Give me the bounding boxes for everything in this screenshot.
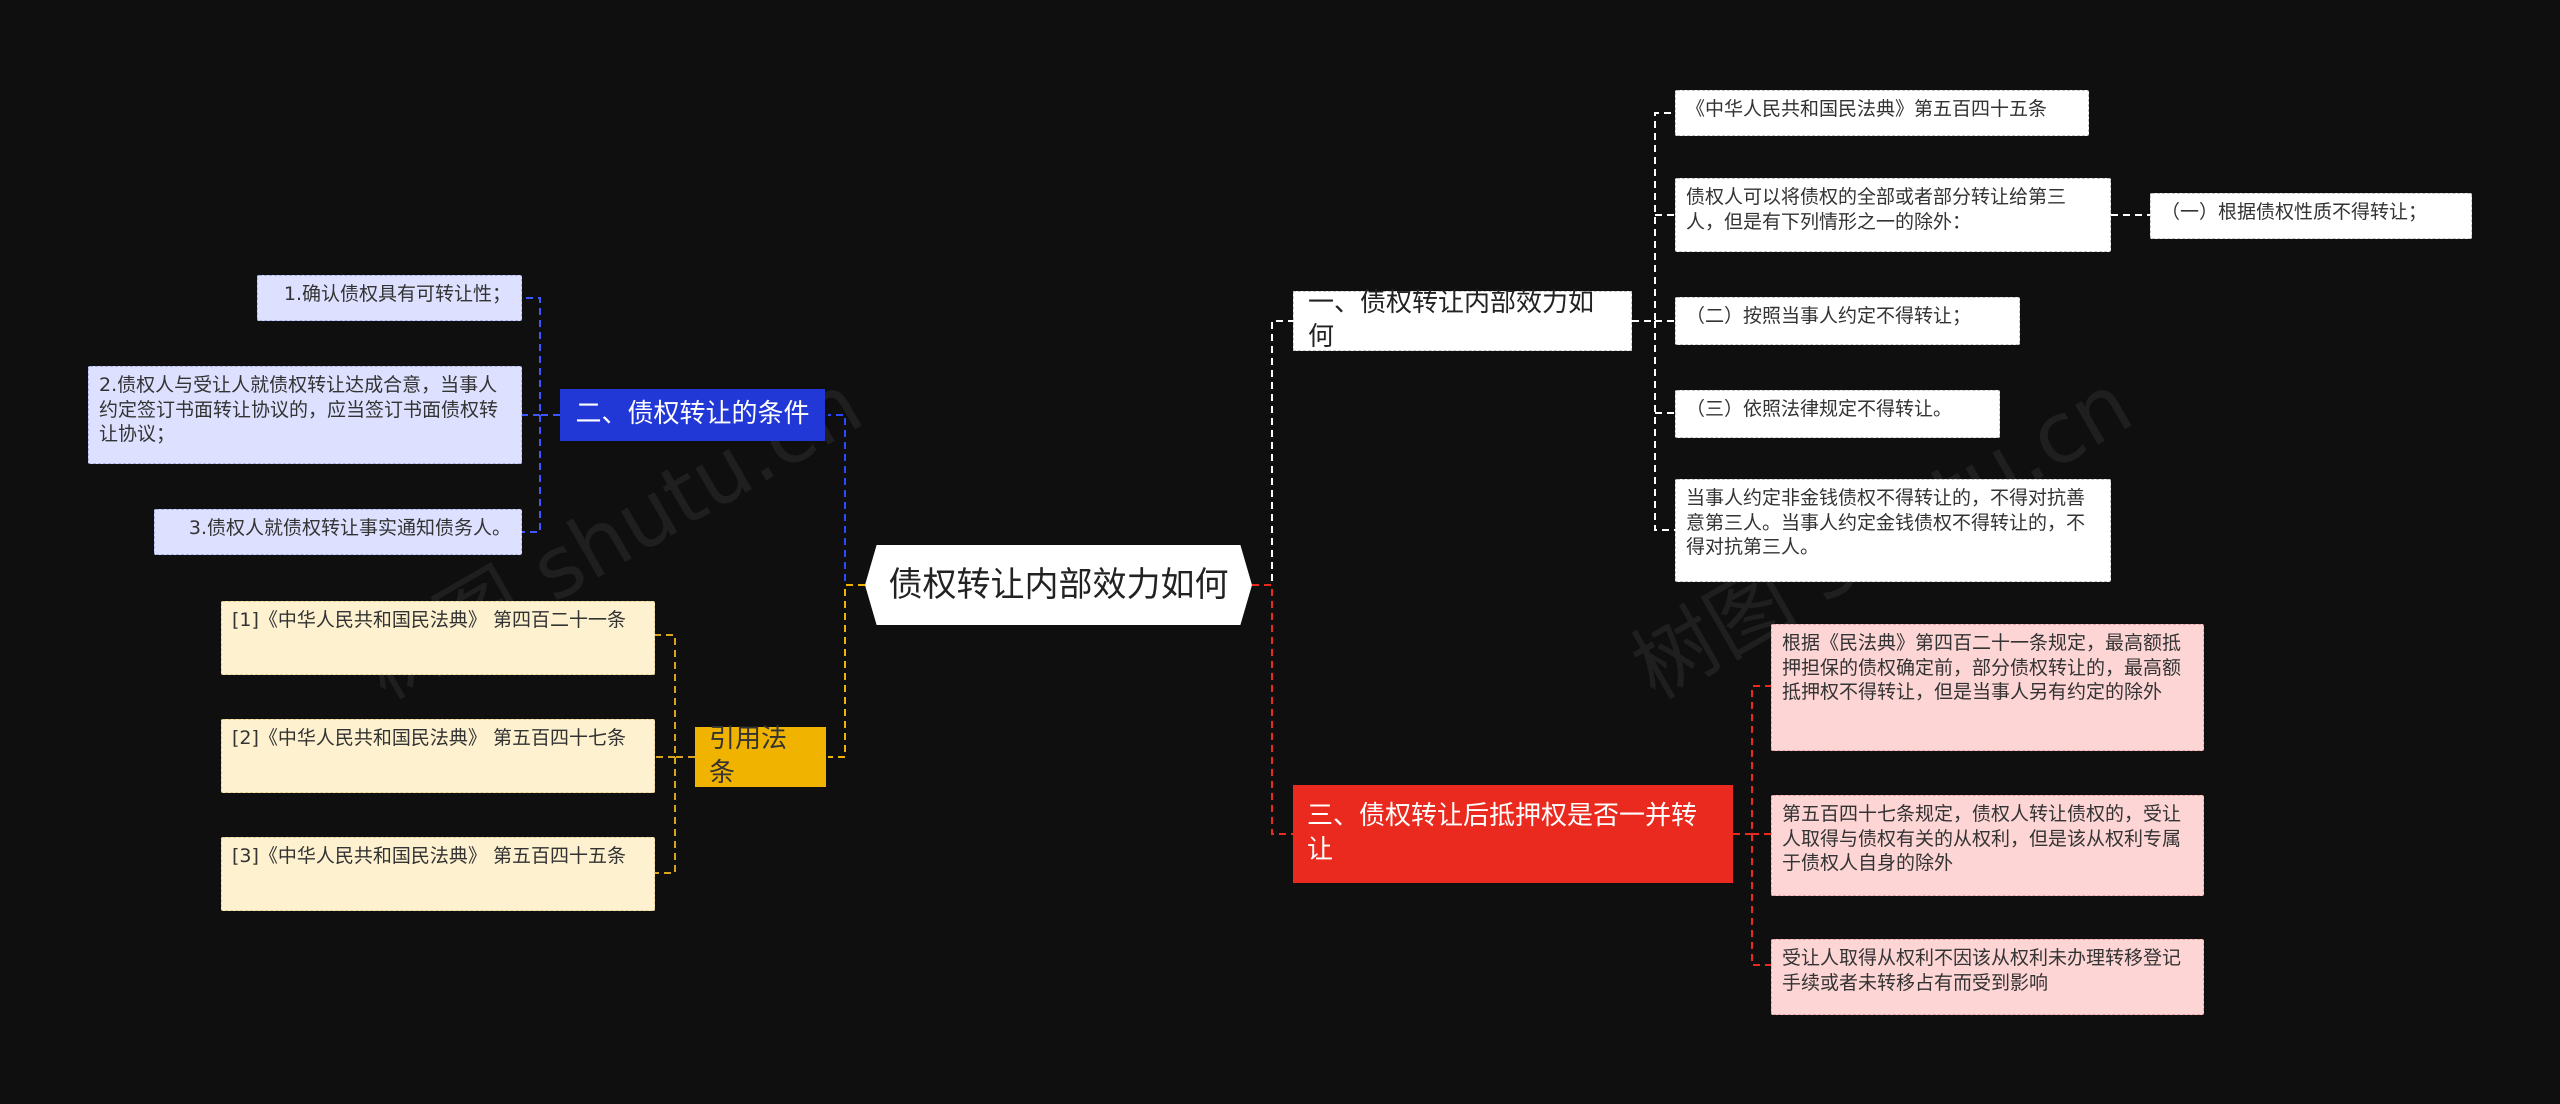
law-item[interactable]: [1]《中华人民共和国民法典》 第四百二十一条 (221, 601, 655, 675)
effect-item[interactable]: 当事人约定非金钱债权不得转让的，不得对抗善意第三人。当事人约定金钱债权不得转让的… (1675, 479, 2111, 582)
effect-sub-item[interactable]: （一）根据债权性质不得转让； (2150, 193, 2472, 239)
connector (828, 584, 865, 758)
mortgage-item[interactable]: 第五百四十七条规定，债权人转让债权的，受让人取得与债权有关的从权利，但是该从权利… (1771, 795, 2204, 896)
connector (1733, 685, 1771, 966)
root-topic[interactable]: 债权转让内部效力如何 (865, 545, 1252, 625)
effect-item[interactable]: 《中华人民共和国民法典》第五百四十五条 (1675, 90, 2089, 136)
branch-mortgage-transfer[interactable]: 三、债权转让后抵押权是否一并转让 (1293, 785, 1733, 883)
effect-item[interactable]: 债权人可以将债权的全部或者部分转让给第三人，但是有下列情形之一的除外： (1675, 178, 2111, 252)
connector (655, 634, 695, 874)
condition-item[interactable]: 3.债权人就债权转让事实通知债务人。 (154, 509, 522, 555)
connector (1252, 584, 1293, 835)
effect-item[interactable]: （三）依照法律规定不得转让。 (1675, 390, 2000, 438)
condition-item[interactable]: 1.确认债权具有可转让性； (257, 275, 522, 321)
branch-conditions[interactable]: 二、债权转让的条件 (560, 389, 825, 441)
connector (1632, 112, 1675, 531)
branch-laws[interactable]: 引用法条 (695, 724, 826, 788)
mortgage-item[interactable]: 根据《民法典》第四百二十一条规定，最高额抵押担保的债权确定前，部分债权转让的，最… (1771, 624, 2204, 751)
branch-internal-effect[interactable]: 一、债权转让内部效力如何 (1293, 288, 1632, 352)
law-item[interactable]: [3]《中华人民共和国民法典》 第五百四十五条 (221, 837, 655, 911)
law-item[interactable]: [2]《中华人民共和国民法典》 第五百四十七条 (221, 719, 655, 793)
connector (1252, 320, 1293, 586)
effect-item[interactable]: （二）按照当事人约定不得转让； (1675, 297, 2020, 345)
mortgage-item[interactable]: 受让人取得从权利不因该从权利未办理转移登记手续或者未转移占有而受到影响 (1771, 939, 2204, 1015)
connector (828, 414, 865, 586)
connector (522, 297, 560, 533)
condition-item[interactable]: 2.债权人与受让人就债权转让达成合意，当事人约定签订书面转让协议的，应当签订书面… (88, 366, 522, 464)
